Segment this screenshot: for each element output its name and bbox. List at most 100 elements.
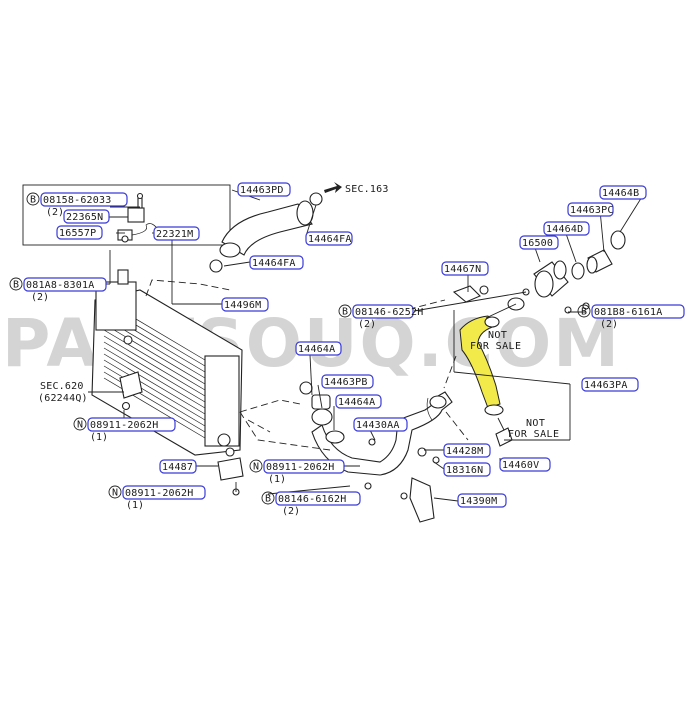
label-14496m[interactable]: 14496M — [221, 297, 269, 312]
label-08911-2062h-c[interactable]: N 08911-2062H (1) — [249, 459, 345, 485]
label-14464a-2[interactable]: 14464A — [335, 394, 382, 409]
svg-text:14487: 14487 — [162, 462, 193, 473]
not-for-sale-1-line2: FOR SALE — [470, 341, 521, 352]
label-08146-6252h[interactable]: B 08146-6252H (2) — [338, 304, 423, 330]
svg-text:22321M: 22321M — [156, 229, 193, 240]
intercooler-bolt — [117, 269, 129, 285]
label-16557p[interactable]: 16557P — [56, 225, 103, 240]
svg-text:14467N: 14467N — [444, 264, 481, 275]
sensor-22365n-shape — [127, 207, 145, 223]
svg-text:14463PC: 14463PC — [570, 205, 614, 216]
svg-text:14463PA: 14463PA — [584, 380, 628, 391]
label-14428m[interactable]: 14428M — [443, 443, 491, 458]
svg-text:(2): (2) — [358, 319, 376, 330]
label-14464fa-top[interactable]: 14464FA — [305, 231, 353, 246]
not-for-sale-1-line1: NOT — [488, 330, 507, 341]
svg-text:N: N — [253, 462, 259, 473]
label-081a8-8301a[interactable]: B 081A8-8301A (2) — [9, 277, 107, 303]
label-08911-2062h-b[interactable]: N 08911-2062H (1) — [108, 485, 206, 511]
svg-text:14463PD: 14463PD — [240, 185, 284, 196]
label-14390m[interactable]: 14390M — [457, 493, 507, 508]
hose-14463pa-highlight — [459, 315, 501, 409]
sec620-ref: (62244Q) — [38, 393, 88, 404]
label-14467n[interactable]: 14467N — [441, 261, 489, 276]
label-14430aa[interactable]: 14430AA — [353, 417, 408, 432]
svg-text:081B8-6161A: 081B8-6161A — [594, 307, 662, 318]
svg-text:18316N: 18316N — [446, 465, 483, 476]
svg-text:14463PB: 14463PB — [324, 377, 368, 388]
label-14463pc[interactable]: 14463PC — [567, 202, 614, 217]
not-for-sale-2-line1: NOT — [526, 418, 545, 429]
svg-text:(2): (2) — [46, 207, 64, 218]
label-18316n[interactable]: 18316N — [443, 462, 491, 477]
label-08158-62033[interactable]: B 08158-62033 (2) — [26, 192, 128, 218]
svg-text:(2): (2) — [31, 292, 49, 303]
svg-text:16500: 16500 — [522, 238, 553, 249]
part-labels: B 08158-62033 (2) 22365N 16557P 22321M B… — [9, 182, 685, 517]
bracket-14467n — [452, 285, 481, 303]
label-14464fa[interactable]: 14464FA — [249, 255, 304, 270]
svg-text:08911-2062H: 08911-2062H — [125, 488, 193, 499]
bracket-14390m — [409, 477, 435, 523]
hose-14463pa — [459, 297, 525, 447]
svg-text:B: B — [265, 494, 271, 505]
clamp-14464b — [610, 230, 626, 250]
svg-text:08911-2062H: 08911-2062H — [266, 462, 334, 473]
svg-text:(1): (1) — [126, 500, 144, 511]
svg-text:(1): (1) — [268, 474, 286, 485]
label-14463pa[interactable]: 14463PA — [581, 377, 639, 392]
dashed-routing — [145, 279, 469, 451]
label-22365n[interactable]: 22365N — [63, 209, 110, 224]
label-14464d[interactable]: 14464D — [543, 221, 590, 236]
label-14463pb[interactable]: 14463PB — [321, 374, 374, 389]
svg-text:14460V: 14460V — [502, 460, 539, 471]
svg-text:N: N — [77, 420, 83, 431]
hose-14463pd — [209, 192, 323, 273]
sec620-label: SEC.620 — [40, 381, 84, 392]
svg-text:N: N — [112, 488, 118, 499]
svg-text:(2): (2) — [282, 506, 300, 517]
intercooler-right-tank — [204, 355, 240, 447]
svg-text:14464FA: 14464FA — [308, 234, 352, 245]
bracket-14487 — [217, 457, 244, 481]
label-08146-6162h[interactable]: B 08146-6162H (2) — [261, 491, 361, 517]
svg-text:14496M: 14496M — [224, 300, 261, 311]
label-08911-2062h-a[interactable]: N 08911-2062H (1) — [73, 417, 176, 443]
svg-text:B: B — [342, 307, 348, 318]
sensor-group — [22, 184, 231, 246]
label-14487[interactable]: 14487 — [159, 459, 197, 474]
svg-text:14430AA: 14430AA — [356, 420, 400, 431]
svg-text:08146-6252H: 08146-6252H — [355, 307, 423, 318]
clamp-14464a — [311, 408, 333, 426]
sensor-bolt-shape — [137, 197, 143, 209]
svg-text:(2): (2) — [600, 319, 618, 330]
svg-text:14464A: 14464A — [298, 344, 335, 355]
svg-text:14428M: 14428M — [446, 446, 483, 457]
svg-text:081A8-8301A: 081A8-8301A — [26, 280, 94, 291]
label-14464b[interactable]: 14464B — [599, 185, 647, 200]
air-duct-assembly — [522, 230, 626, 314]
svg-text:B: B — [581, 307, 587, 318]
clamp-14464d — [571, 262, 585, 280]
svg-text:14390M: 14390M — [460, 496, 497, 507]
label-14464a-1[interactable]: 14464A — [295, 341, 342, 356]
clamp-14464fa-bottom — [209, 259, 223, 273]
intercooler-14496m — [91, 269, 243, 456]
sensor-oring — [121, 235, 129, 243]
svg-text:(1): (1) — [90, 432, 108, 443]
label-14460v[interactable]: 14460V — [499, 457, 551, 472]
svg-text:14464A: 14464A — [338, 397, 375, 408]
svg-text:14464B: 14464B — [602, 188, 639, 199]
clamp-lower — [484, 404, 504, 416]
svg-text:14464FA: 14464FA — [252, 258, 296, 269]
sec163-arrow — [324, 182, 342, 193]
bracket-62244q — [119, 371, 143, 399]
svg-text:22365N: 22365N — [66, 212, 103, 223]
label-16500[interactable]: 16500 — [519, 235, 559, 250]
label-081b8-6161a[interactable]: B 081B8-6161A (2) — [577, 304, 685, 330]
label-14463pd[interactable]: 14463PD — [237, 182, 291, 197]
label-22321m[interactable]: 22321M — [153, 226, 200, 241]
svg-text:08158-62033: 08158-62033 — [43, 195, 111, 206]
